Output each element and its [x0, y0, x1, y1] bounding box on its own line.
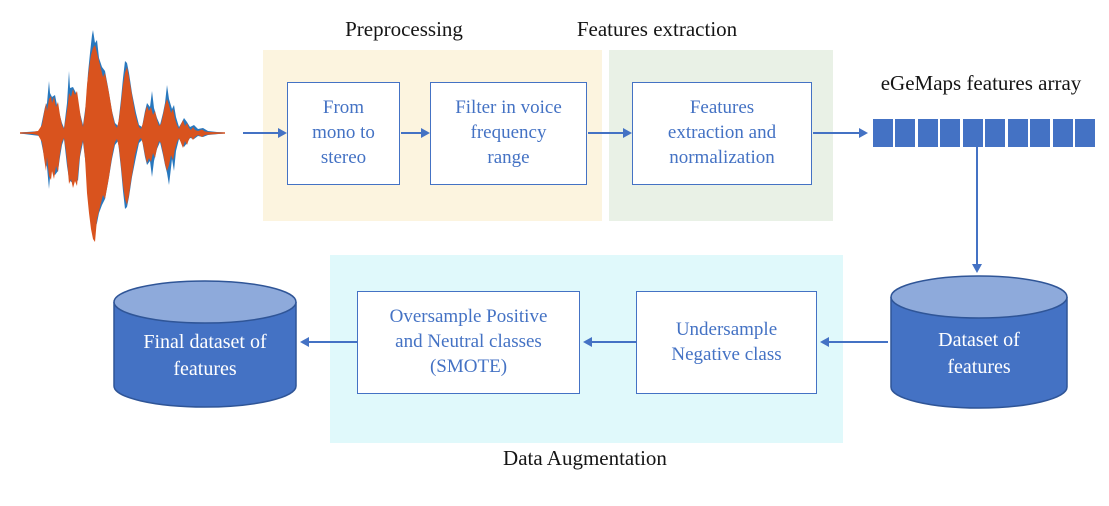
node-mono-to-stereo: From mono to stereo [287, 82, 400, 185]
node-filter-voice-frequency: Filter in voice frequency range [430, 82, 587, 185]
audio-waveform-image [20, 30, 225, 242]
arrow-dataset-to-undersample [820, 337, 888, 347]
cylinder-shape [890, 275, 1068, 409]
arrow-undersample-to-oversample [583, 337, 636, 347]
array-cell [1007, 119, 1028, 147]
arrow-array-to-dataset [972, 145, 982, 273]
array-cell [1075, 119, 1096, 147]
features-array [873, 119, 1096, 147]
arrow-extraction-to-array [813, 128, 868, 138]
dataset-of-features-cylinder: Dataset of features [890, 275, 1068, 410]
dataset-of-features-label: Dataset of features [938, 328, 1020, 378]
array-cell [873, 119, 893, 147]
array-cell [895, 119, 916, 147]
cylinder-shape [113, 280, 297, 408]
egemaps-array-title: eGeMaps features array [880, 71, 1082, 95]
array-cell [962, 119, 983, 147]
preprocessing-title: Preprocessing [345, 17, 463, 41]
node-features-extraction-normalization: Features extraction and normalization [632, 82, 812, 185]
node-oversample-smote: Oversample Positive and Neutral classes … [357, 291, 580, 394]
arrow-oversample-to-final [300, 337, 357, 347]
arrow-waveform-to-mono [243, 128, 287, 138]
waveform-orange-channel [20, 45, 224, 242]
node-undersample-negative: Undersample Negative class [636, 291, 817, 394]
array-cell [1030, 119, 1051, 147]
arrow-mono-to-filter [401, 128, 430, 138]
array-cell [917, 119, 938, 147]
features-extraction-title: Features extraction [576, 17, 738, 41]
array-cell [985, 119, 1006, 147]
data-augmentation-title: Data Augmentation [503, 446, 667, 470]
array-cell [1052, 119, 1073, 147]
final-dataset-label: Final dataset of features [143, 330, 267, 380]
array-cell [940, 119, 961, 147]
final-dataset-cylinder: Final dataset of features [113, 280, 297, 409]
arrow-filter-to-extraction [588, 128, 632, 138]
